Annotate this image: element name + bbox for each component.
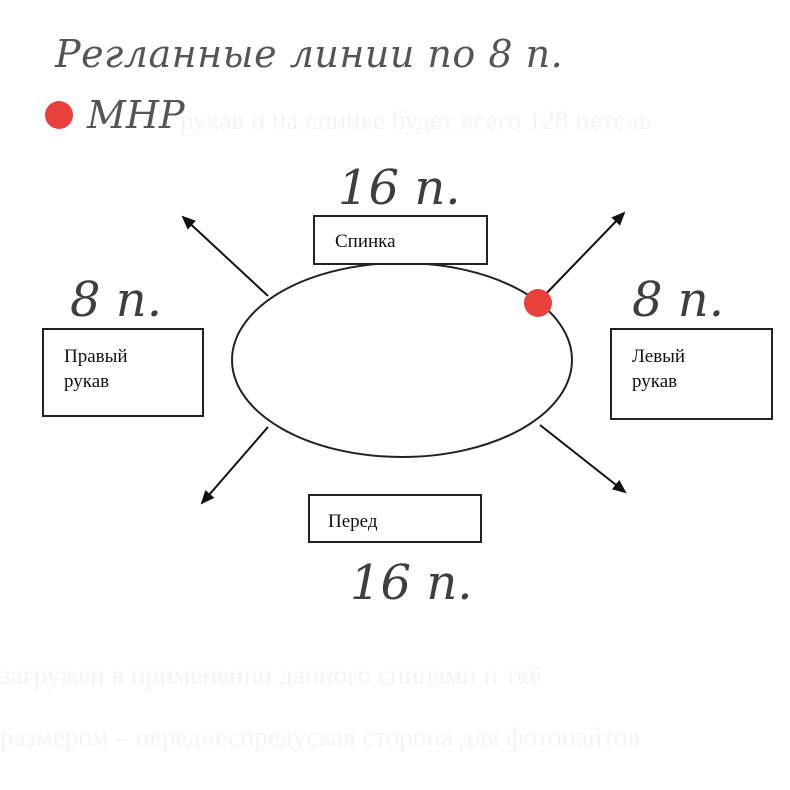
left-sleeve-label: рукав: [632, 371, 678, 392]
raglan-line-arrow-lower-left: [200, 426, 269, 505]
back-stitch-count: 16 п.: [338, 160, 461, 216]
raglan-line-arrow-upper-left: [181, 215, 269, 297]
raglan-line-arrow-upper-right: [539, 211, 626, 301]
marker-dot-icon: [524, 289, 552, 317]
marker-dot-icon: [45, 101, 73, 129]
front-box: Перед: [308, 494, 482, 543]
right-sleeve-box: Правый рукав: [42, 328, 204, 417]
front-label: Перед: [328, 511, 378, 532]
legend-label: МНР: [87, 93, 185, 137]
raglan-line-arrow-lower-right: [539, 424, 627, 494]
front-stitch-count: 16 п.: [350, 555, 473, 611]
back-label: Спинка: [335, 231, 396, 252]
legend: МНР: [45, 93, 185, 137]
diagram-title: Регланные линии по 8 п.: [55, 32, 564, 76]
background-text-line: загружен в применении данного спицами и …: [0, 660, 542, 690]
background-text-line: размером – переднеспредуская сторона для…: [0, 722, 641, 752]
left-sleeve-label: Левый: [632, 346, 686, 367]
background-text-line: рукав и на спинке будет всего 128 петель: [180, 105, 652, 135]
left-sleeve-box: Левый рукав: [610, 328, 773, 420]
right-sleeve-stitch-count: 8 п.: [70, 272, 162, 328]
back-box: Спинка: [313, 215, 488, 265]
left-sleeve-stitch-count: 8 п.: [632, 272, 724, 328]
neckline-ellipse: [231, 262, 573, 458]
right-sleeve-label: Правый: [64, 346, 128, 367]
right-sleeve-label: рукав: [64, 371, 110, 392]
